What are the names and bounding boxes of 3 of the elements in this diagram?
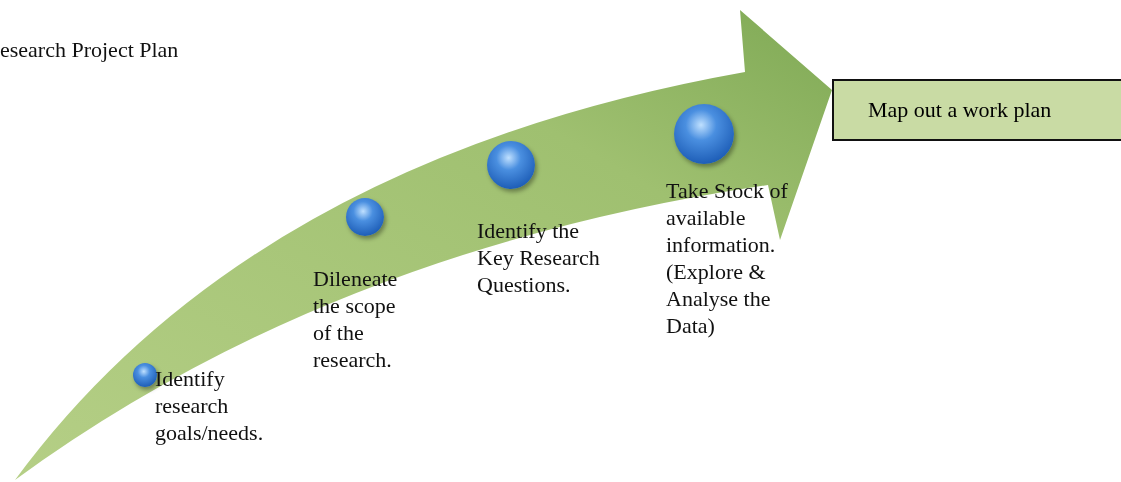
title: esearch Project Plan (0, 36, 179, 63)
step-label: Identify the Key Research Questions. (477, 217, 601, 298)
step-box: Map out a work plan (832, 79, 1121, 141)
